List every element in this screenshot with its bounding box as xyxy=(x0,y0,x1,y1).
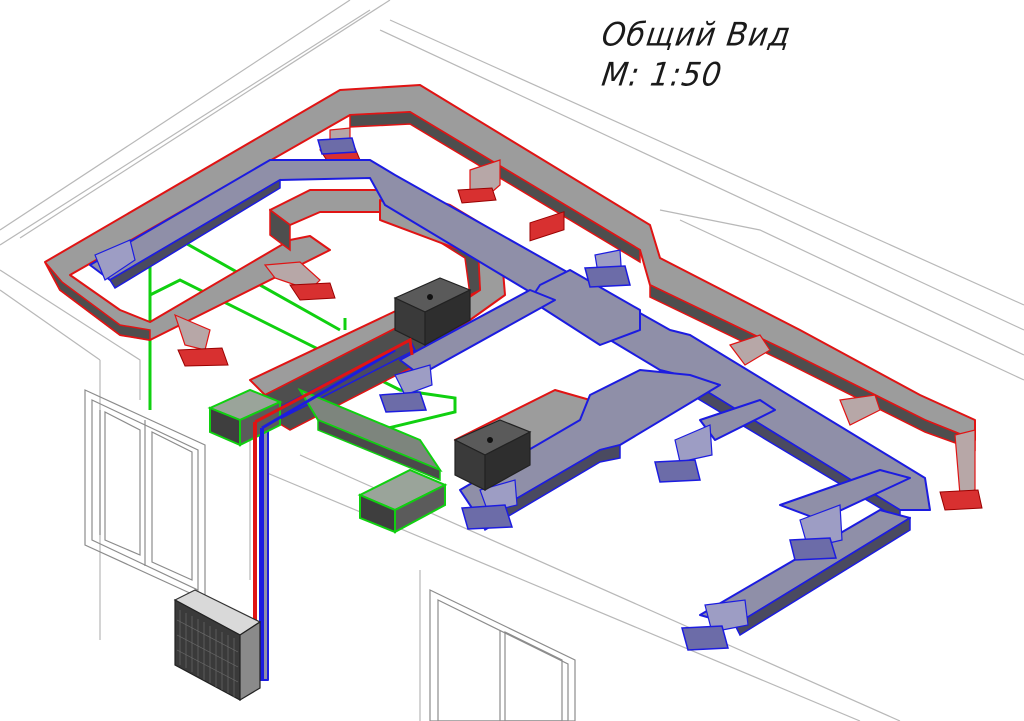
window-left xyxy=(84,389,206,601)
fresh-air-intake-upper xyxy=(207,388,283,447)
outdoor-unit-icon xyxy=(173,589,262,702)
ventilation-unit-icon xyxy=(393,277,472,347)
exhaust-diffusers xyxy=(317,137,837,651)
fresh-air-duct-mid xyxy=(297,387,443,482)
ventilation-unit-lower-icon xyxy=(453,419,532,492)
exhaust-duct-network xyxy=(89,159,931,681)
fresh-air-intake-lower xyxy=(357,468,448,534)
drawing-title-block: Общий Вид М: 1:50 xyxy=(599,16,794,96)
window-right xyxy=(429,589,576,721)
drawing-scale: М: 1:50 xyxy=(599,56,725,95)
drawing-title: Общий Вид xyxy=(599,16,794,55)
supply-grille-lower xyxy=(529,211,565,242)
